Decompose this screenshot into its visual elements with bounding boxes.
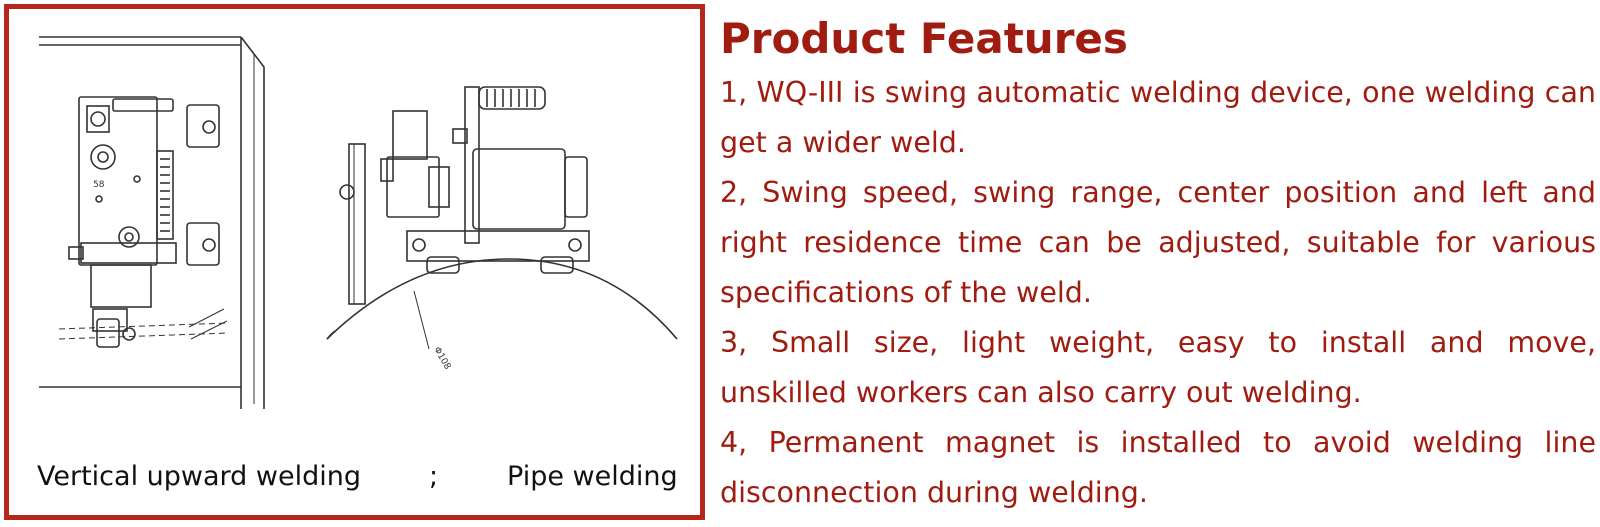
caption-vertical-upward-welding: Vertical upward welding [37,461,361,492]
product-figure-frame: 58 [4,4,705,520]
features-title: Product Features [720,14,1128,63]
svg-text:58: 58 [93,180,105,190]
svg-text:Φ108: Φ108 [431,346,452,372]
vertical-welding-drawing: 58 [39,36,265,409]
feature-item: 3, Small size, light weight, easy to ins… [720,326,1596,409]
features-list: 1, WQ-III is swing automatic welding dev… [720,68,1596,518]
feature-item: 1, WQ-III is swing automatic welding dev… [720,76,1596,159]
feature-item: 4, Permanent magnet is installed to avoi… [720,426,1596,509]
welding-device-drawing: 58 [39,36,678,409]
product-features-section: Product Features 1, WQ-III is swing auto… [720,10,1596,518]
feature-item: 2, Swing speed, swing range, center posi… [720,176,1596,309]
caption-separator: ; [429,461,439,492]
caption-pipe-welding: Pipe welding [507,461,678,492]
pipe-welding-drawing: Φ108 [326,86,678,372]
